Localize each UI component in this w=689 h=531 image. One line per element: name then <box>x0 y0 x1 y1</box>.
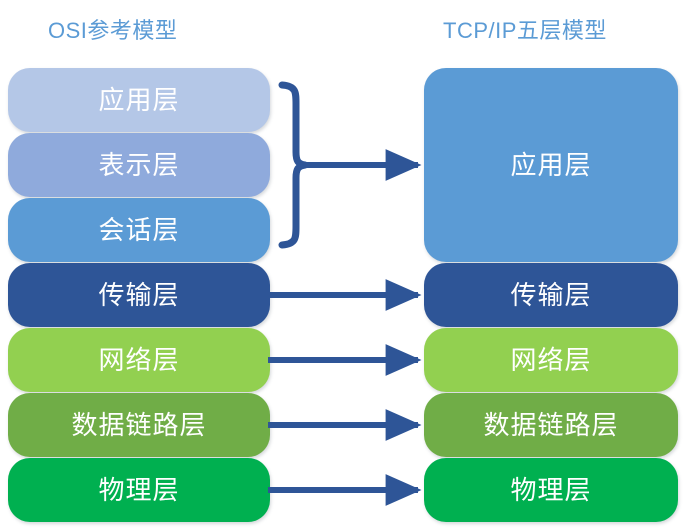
osi-column-title: OSI参考模型 <box>48 18 178 43</box>
tcpip-layer-application[interactable]: 应用层 <box>424 68 678 262</box>
osi-layer-presentation[interactable]: 表示层 <box>8 133 270 197</box>
tcpip-layer-physical[interactable]: 物理层 <box>424 458 678 522</box>
tcpip-layer-datalink[interactable]: 数据链路层 <box>424 393 678 457</box>
tcpip-column-title: TCP/IP五层模型 <box>443 18 607 43</box>
tcpip-layer-network[interactable]: 网络层 <box>424 328 678 392</box>
osi-layer-application[interactable]: 应用层 <box>8 68 270 132</box>
tcpip-layer-transport[interactable]: 传输层 <box>424 263 678 327</box>
osi-layer-physical[interactable]: 物理层 <box>8 458 270 522</box>
brace-connector-application <box>278 81 422 249</box>
osi-layer-network[interactable]: 网络层 <box>8 328 270 392</box>
osi-layer-datalink[interactable]: 数据链路层 <box>8 393 270 457</box>
osi-layer-session[interactable]: 会话层 <box>8 198 270 262</box>
osi-layer-transport[interactable]: 传输层 <box>8 263 270 327</box>
